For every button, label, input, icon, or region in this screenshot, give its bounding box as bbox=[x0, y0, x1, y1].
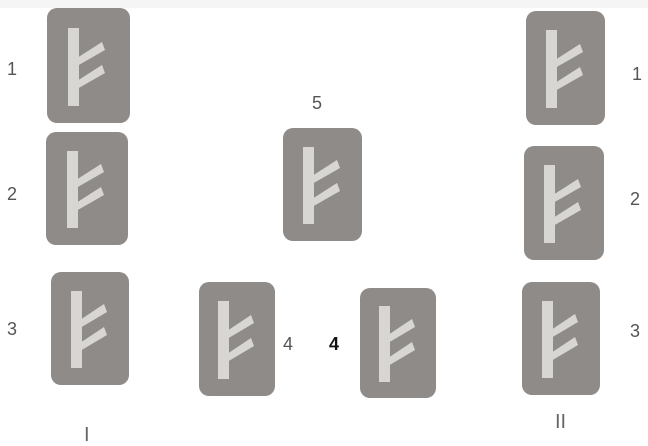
position-label-left-1: 1 bbox=[7, 60, 17, 78]
position-label-center-left-4: 4 bbox=[283, 335, 293, 353]
rune-stone-left-1 bbox=[47, 8, 130, 123]
fehu-rune-icon bbox=[522, 282, 600, 395]
rune-stone-left-3 bbox=[51, 272, 129, 385]
fehu-rune-icon bbox=[199, 282, 275, 396]
fehu-rune-icon bbox=[51, 272, 129, 385]
position-label-center-5: 5 bbox=[312, 94, 322, 112]
position-label-right-1: 1 bbox=[632, 65, 642, 83]
rune-stone-center-left-4 bbox=[199, 282, 275, 396]
fehu-rune-icon bbox=[526, 11, 605, 125]
position-label-center-right-4: 4 bbox=[329, 335, 339, 353]
fehu-rune-icon bbox=[47, 8, 130, 123]
rune-stone-right-2 bbox=[524, 146, 604, 260]
position-label-left-2: 2 bbox=[7, 185, 17, 203]
fehu-rune-icon bbox=[283, 128, 362, 241]
top-edge-fade bbox=[0, 0, 648, 8]
rune-stone-right-1 bbox=[526, 11, 605, 125]
column-label-right: II bbox=[555, 412, 566, 432]
fehu-rune-icon bbox=[360, 288, 436, 398]
column-label-left: I bbox=[84, 425, 90, 445]
position-label-right-2: 2 bbox=[630, 190, 640, 208]
position-label-left-3: 3 bbox=[7, 320, 17, 338]
rune-stone-right-3 bbox=[522, 282, 600, 395]
rune-stone-center-5 bbox=[283, 128, 362, 241]
fehu-rune-icon bbox=[46, 132, 128, 245]
rune-stone-center-right-4 bbox=[360, 288, 436, 398]
rune-stone-left-2 bbox=[46, 132, 128, 245]
fehu-rune-icon bbox=[524, 146, 604, 260]
position-label-right-3: 3 bbox=[630, 322, 640, 340]
